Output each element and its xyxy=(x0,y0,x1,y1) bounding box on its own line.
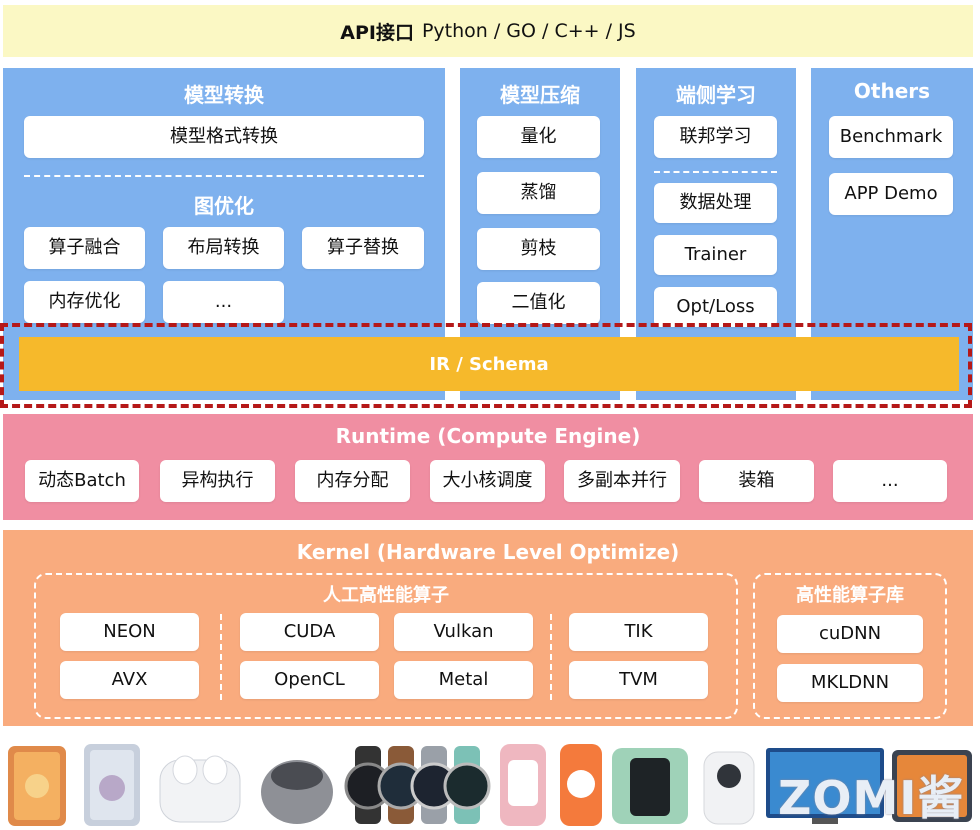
kernel-title: Kernel (Hardware Level Optimize) xyxy=(296,540,680,564)
handwritten-ops-group: 人工高性能算子 xyxy=(34,573,738,719)
zomi-logo: ZOMI酱 xyxy=(778,771,965,825)
divider xyxy=(220,614,222,700)
smartwatch-icon xyxy=(344,746,491,824)
phone-icon xyxy=(84,744,140,826)
compress-item-prune: 剪枝 xyxy=(477,228,600,270)
model-convert-title: 模型转换 xyxy=(184,83,264,107)
compress-item-quant: 量化 xyxy=(477,116,600,158)
ir-highlight-frame xyxy=(0,323,972,408)
op-tik: TIK xyxy=(569,613,708,651)
runtime-item-more: ... xyxy=(833,460,947,502)
runtime-item-coresched: 大小核调度 xyxy=(430,460,545,502)
op-opencl: OpenCL xyxy=(240,661,379,699)
runtime-item-multireplica: 多副本并行 xyxy=(564,460,680,502)
api-label: API接口 xyxy=(340,21,414,44)
op-neon: NEON xyxy=(60,613,199,651)
runtime-panel: Runtime (Compute Engine) 动态Batch 异构执行 内存… xyxy=(3,414,973,520)
runtime-item-packing: 装箱 xyxy=(699,460,814,502)
graph-item-fusion: 算子融合 xyxy=(24,227,145,269)
tablet-icon xyxy=(892,750,972,822)
graph-item-replace: 算子替换 xyxy=(302,227,424,269)
api-languages: Python / GO / C++ / JS xyxy=(421,20,636,42)
edge-item-trainer: Trainer xyxy=(654,235,777,275)
divider xyxy=(550,614,552,700)
graph-item-more: ... xyxy=(163,281,284,323)
smartband-icon xyxy=(500,744,688,826)
model-compress-title: 模型压缩 xyxy=(500,83,580,107)
camera-icon xyxy=(703,751,755,825)
edge-item-federated: 联邦学习 xyxy=(654,116,777,158)
runtime-title: Runtime (Compute Engine) xyxy=(335,424,641,448)
api-bar: API接口 Python / GO / C++ / JS xyxy=(3,5,973,57)
op-library-title: 高性能算子库 xyxy=(796,585,904,606)
op-tvm: TVM xyxy=(569,661,708,699)
runtime-item-hetero: 异构执行 xyxy=(160,460,275,502)
divider xyxy=(24,175,424,177)
op-avx: AVX xyxy=(60,661,199,699)
graph-item-layout: 布局转换 xyxy=(163,227,284,269)
edge-item-data: 数据处理 xyxy=(654,183,777,223)
graph-opt-title: 图优化 xyxy=(194,194,254,218)
earbuds-icon xyxy=(159,755,241,823)
op-metal: Metal xyxy=(394,661,533,699)
model-format-convert-box: 模型格式转换 xyxy=(24,116,424,158)
lib-mkldnn: MKLDNN xyxy=(777,664,923,702)
lib-cudnn: cuDNN xyxy=(777,615,923,653)
ir-schema-bar: IR / Schema xyxy=(19,337,959,391)
divider xyxy=(654,171,777,173)
others-item-benchmark: Benchmark xyxy=(829,116,953,158)
edge-item-optloss: Opt/Loss xyxy=(654,287,777,327)
runtime-item-memalloc: 内存分配 xyxy=(295,460,410,502)
graph-item-memory: 内存优化 xyxy=(24,281,145,323)
phone-icon xyxy=(8,746,66,826)
others-item-appdemo: APP Demo xyxy=(829,173,953,215)
earbuds-icon xyxy=(261,760,333,824)
tv-icon xyxy=(766,748,884,824)
compress-item-distill: 蒸馏 xyxy=(477,172,600,214)
kernel-panel: Kernel (Hardware Level Optimize) 人工高性能算子… xyxy=(3,530,973,726)
edge-learning-title: 端侧学习 xyxy=(676,83,756,107)
others-title: Others xyxy=(853,79,931,103)
op-cuda: CUDA xyxy=(240,613,379,651)
op-library-group: 高性能算子库 xyxy=(753,573,947,719)
handwritten-ops-title: 人工高性能算子 xyxy=(323,585,449,606)
op-vulkan: Vulkan xyxy=(394,613,533,651)
device-lineup-illustration xyxy=(8,744,972,826)
compress-item-binary: 二值化 xyxy=(477,282,600,324)
runtime-item-dynbatch: 动态Batch xyxy=(25,460,139,502)
